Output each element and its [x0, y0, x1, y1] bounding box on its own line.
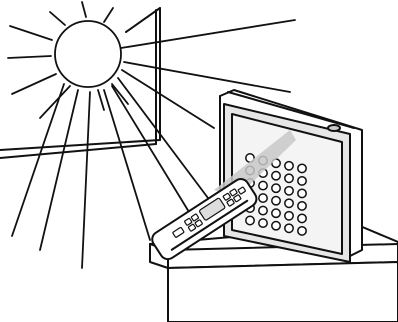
grill-hole — [271, 183, 281, 194]
air-purifier-unit — [219, 89, 363, 263]
grill-hole — [284, 198, 294, 209]
remote-display — [199, 197, 226, 221]
sun-icon — [7, 1, 296, 269]
window-frame — [0, 7, 161, 159]
grill-hole — [297, 188, 307, 199]
grill-hole — [245, 215, 255, 226]
remote-buttons — [172, 186, 246, 238]
grill-hole — [297, 163, 307, 174]
power-indicator — [327, 124, 341, 132]
grill-hole — [258, 180, 268, 191]
grill-hole — [271, 195, 281, 206]
grill-hole — [271, 170, 281, 181]
grill-hole — [284, 223, 294, 234]
grill-hole — [284, 210, 294, 221]
grill-hole — [297, 225, 307, 236]
grill-hole — [271, 208, 281, 219]
grill-hole — [258, 193, 268, 204]
grill-hole — [297, 200, 307, 211]
grill-hole — [258, 218, 268, 229]
grill-hole — [271, 220, 281, 231]
grill-hole — [284, 185, 294, 196]
grill-hole — [297, 213, 307, 224]
grill-hole — [297, 175, 307, 186]
grill-hole — [284, 160, 294, 171]
grill-hole — [258, 205, 268, 216]
remote-control — [151, 178, 258, 261]
grill-hole — [284, 173, 294, 184]
purifier-grill — [245, 153, 307, 236]
